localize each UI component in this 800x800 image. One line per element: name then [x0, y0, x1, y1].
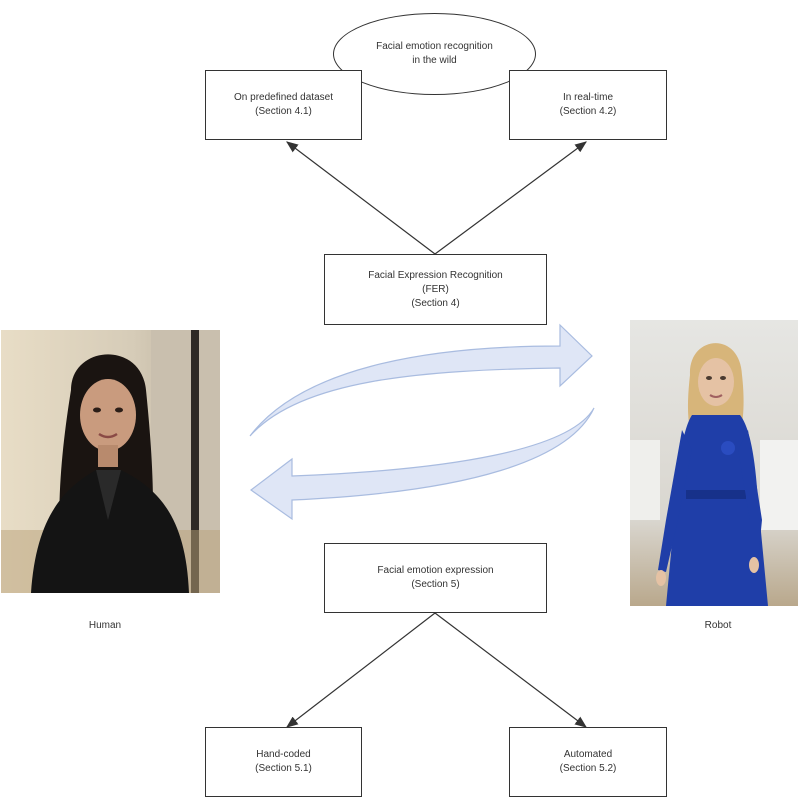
fer-line1: Facial Expression Recognition: [368, 269, 503, 281]
edge-fer-to-predefined: [286, 141, 436, 255]
automated-line2: (Section 5.2): [559, 763, 617, 774]
root-line2: in the wild: [412, 55, 457, 66]
predefined-line1: On predefined dataset: [234, 92, 333, 103]
node-facial-expression-recognition: Facial Expression Recognition (FER) (Sec…: [324, 254, 547, 325]
handcoded-line2: (Section 5.1): [255, 763, 312, 774]
fer-line2: (FER): [422, 283, 449, 295]
human-photo: [1, 330, 220, 593]
root-ellipse-facial-emotion-recognition-wild: Facial emotion recognition in the wild: [333, 13, 536, 95]
node-predefined-dataset: On predefined dataset (Section 4.1): [205, 70, 362, 140]
node-automated: Automated (Section 5.2): [509, 727, 667, 797]
realtime-line1: In real-time: [562, 92, 613, 103]
robot-photo: [630, 320, 798, 606]
edge-fer-to-realtime: [434, 141, 587, 255]
node-hand-coded: Hand-coded (Section 5.1): [205, 727, 362, 797]
realtime-line2: (Section 4.2): [559, 106, 617, 117]
predefined-line2: (Section 4.1): [255, 106, 312, 117]
handcoded-line1: Hand-coded: [256, 749, 311, 760]
expression-line1: Facial emotion expression: [377, 565, 494, 576]
root-line1: Facial emotion recognition: [376, 41, 493, 52]
curved-arrow-robot-to-human: [249, 407, 595, 521]
curved-arrow-human-to-robot: [249, 323, 593, 437]
edge-expression-to-handcoded: [286, 612, 436, 728]
human-label: Human: [88, 620, 122, 631]
edge-expression-to-automated: [434, 612, 587, 728]
node-real-time: In real-time (Section 4.2): [509, 70, 667, 140]
node-facial-emotion-expression: Facial emotion expression (Section 5): [324, 543, 547, 613]
robot-label: Robot: [704, 620, 732, 631]
automated-line1: Automated: [563, 749, 613, 760]
expression-line2: (Section 5): [411, 579, 460, 590]
fer-line3: (Section 4): [411, 297, 460, 309]
